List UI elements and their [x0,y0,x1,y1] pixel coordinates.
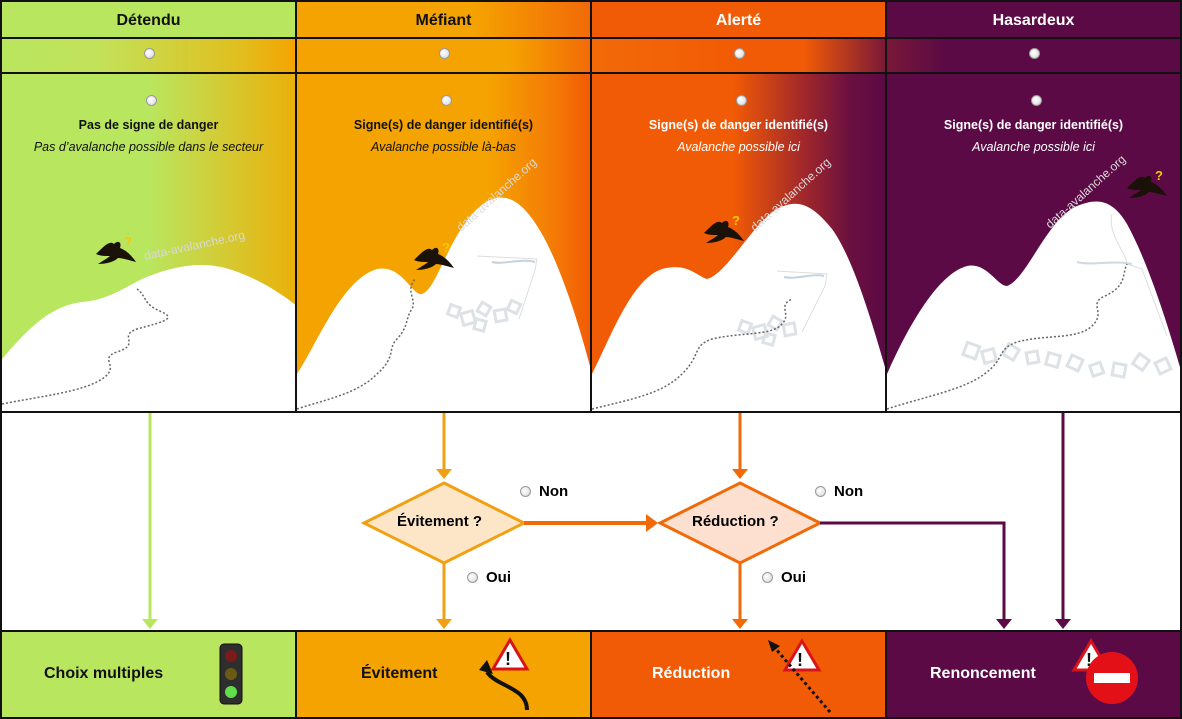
outcome-label: Renoncement [930,665,1036,682]
reduction-yes-radio[interactable] [762,572,773,583]
decision-avoidance-label: Évitement ? [397,513,483,530]
sign-radio[interactable] [1031,95,1042,106]
reduction-no-radio[interactable] [815,486,826,497]
sign-radio[interactable] [146,95,157,106]
header-hasardeux: Hasardeux [885,0,1182,37]
reduction-no-label: Non [834,483,864,500]
danger-sign-text: Signe(s) de danger identifié(s) [353,118,534,132]
level-radio-hasardeux[interactable] [1029,48,1040,59]
header-alerte: Alerté [590,0,887,37]
no-entry-warning-icon: ! [1071,638,1138,704]
avoidance-yes-label: Oui [486,569,511,586]
divider [885,37,887,74]
danger-sign-text: Pas de signe de danger [78,118,219,132]
header-title: Alerté [715,12,762,29]
avalanche-text: Avalanche possible là-bas [370,140,516,154]
reduce-route-warning-icon: ! [768,638,832,713]
header-title: Méfiant [415,12,472,29]
level-radio-detendu[interactable] [144,48,155,59]
outcome-label: Choix multiples [44,665,164,682]
header-title: Détendu [116,12,181,29]
avoidance-yes-radio[interactable] [467,572,478,583]
mountain-scene: data-avalanche.org ? [297,155,590,413]
bird-icon: ? [96,234,136,264]
mountain-scene: data-avalanche.org ? [2,228,295,413]
mountain-scene: data-avalanche.org ? [887,152,1180,413]
level-radio-mefiant[interactable] [439,48,450,59]
bird-question: ? [124,234,132,249]
sign-radio[interactable] [736,95,747,106]
scene-detendu: Pas de signe de danger Pas d’avalanche p… [0,74,297,413]
scene-alerte: Signe(s) de danger identifié(s) Avalanch… [590,74,887,413]
level-radio-alerte[interactable] [734,48,745,59]
flow-arrows [142,413,1071,629]
decision-flow: Évitement ? Réduction ? Non Oui Non Oui [0,411,1182,632]
bird-icon: ? [414,240,454,270]
danger-sign-text: Signe(s) de danger identifié(s) [943,118,1124,132]
warning-mark: ! [505,649,511,669]
avoidance-no-radio[interactable] [520,486,531,497]
bird-icon: ? [1127,168,1167,198]
avoid-route-warning-icon: ! [479,637,530,711]
outcome-renoncement: Renoncement ! [885,630,1182,719]
bird-question: ? [442,240,450,255]
divider [590,37,592,74]
sign-radio[interactable] [441,95,452,106]
reduction-yes-label: Oui [781,569,806,586]
header-detendu: Détendu [0,0,297,37]
arrow-head [142,619,158,629]
outcome-label: Évitement [361,665,438,682]
header-mefiant: Méfiant [295,0,592,37]
bird-question: ? [732,213,740,228]
outcome-label: Réduction [652,665,731,682]
avalanche-text: Avalanche possible ici [677,140,800,154]
bird-icon: ? [704,213,744,243]
mountain-scene: data-avalanche.org ? [592,155,885,413]
watermark: data-avalanche.org [143,228,246,263]
danger-sign-text: Signe(s) de danger identifié(s) [648,118,829,132]
avoidance-no-label: Non [539,483,569,500]
avalanche-text: Avalanche possible ici [972,140,1095,154]
header-title: Hasardeux [992,12,1075,29]
avalanche-text: Pas d’avalanche possible dans le secteur [33,140,264,154]
outcome-evitement: Évitement ! [295,630,592,719]
divider [295,37,297,74]
scene-mefiant: Signe(s) de danger identifié(s) Avalanch… [295,74,592,413]
decision-reduction-label: Réduction ? [692,513,779,530]
outcome-choix-multiples: Choix multiples [0,630,297,719]
warning-mark: ! [797,650,803,670]
warning-mark: ! [1086,650,1092,670]
scene-hasardeux: Signe(s) de danger identifié(s) Avalanch… [885,74,1182,413]
bird-question: ? [1155,168,1163,183]
outcome-reduction: Réduction ! [590,630,887,719]
traffic-light-icon [219,643,243,705]
